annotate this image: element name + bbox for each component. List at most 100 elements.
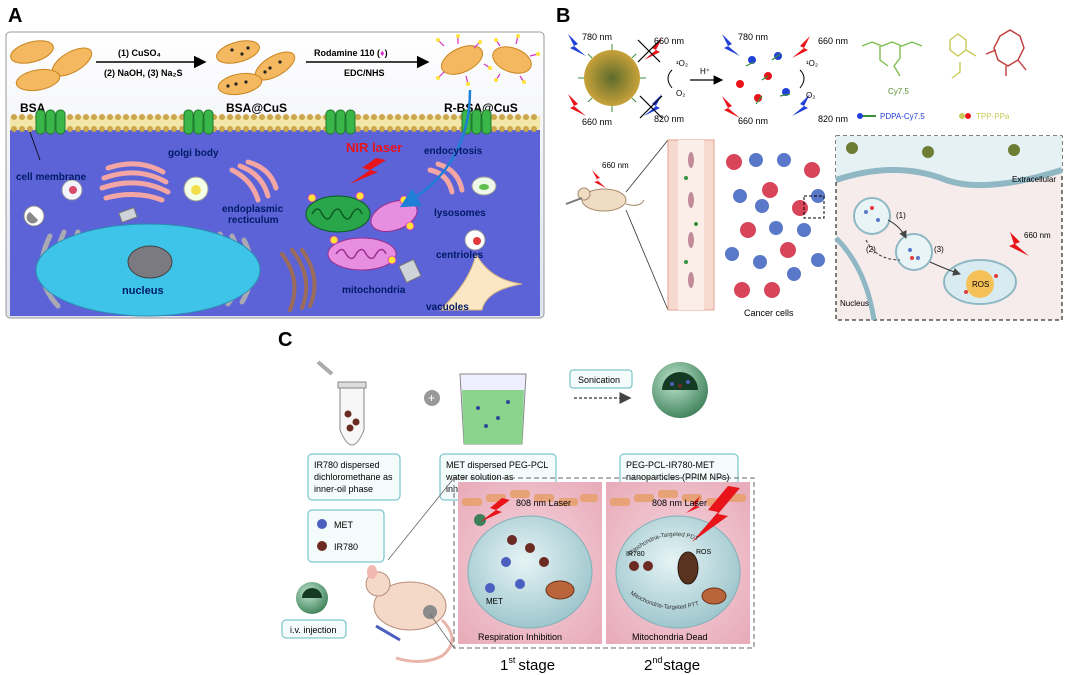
inset-step3: (3) (934, 245, 944, 254)
mouse-b (565, 187, 645, 212)
inset-step2: (2) (866, 245, 876, 254)
mitochondrion-pink-b (327, 237, 397, 271)
lysosome-red (464, 229, 486, 251)
endoplasmic-label: endoplasmic (222, 204, 284, 215)
plus-icon: + (424, 390, 440, 406)
mitochondrion-green (305, 195, 371, 233)
stage2-bottom-label: Mitochondria Dead (632, 632, 708, 642)
stage1-bottom-label: Respiration Inhibition (478, 632, 562, 642)
stage-container (453, 477, 755, 649)
cell-membrane-bilayer (10, 114, 540, 132)
mouse-laser-bolt (592, 170, 606, 188)
endocytosis-arrow (399, 89, 472, 208)
golgi-body-left (99, 161, 171, 203)
lysosome-right (471, 176, 497, 196)
bsa-cus-particles (216, 40, 296, 96)
pdpa-legend-label: PDPA-Cy7.5 (880, 112, 925, 121)
h-plus: H⁺ (700, 67, 710, 76)
blood-vessel (667, 139, 715, 311)
singlet-o2-a: ¹O₂ (676, 59, 688, 68)
iv-label: i.v. injection (290, 625, 336, 635)
cell-membrane-label: cell membrane (16, 172, 86, 183)
inset-step1: (1) (896, 211, 906, 220)
wl-660-c: 660 nm (738, 116, 768, 126)
vesicle-left (23, 205, 45, 227)
bsa-proteins (10, 40, 93, 92)
inset-ros: ROS (972, 280, 989, 289)
zoom-box (803, 195, 825, 219)
golgi-body-label: golgi body (168, 148, 219, 159)
legend-ir780-dot (317, 541, 327, 551)
golgi-body-far (427, 161, 465, 195)
panel-a: A BSA (1) CuSO₄ (2) NaOH, (3) Na₂S BSA@C… (5, 5, 545, 319)
wl-780-a: 780 nm (582, 32, 612, 42)
singlet-o2-b: ¹O₂ (806, 59, 818, 68)
stage2-label: 2ndstage (644, 655, 700, 674)
mouse-wavelength: 660 nm (602, 161, 629, 170)
cell-membrane-pointer (29, 131, 41, 161)
tpp-legend: TPP-PPa (959, 112, 1010, 121)
lysosome-left (61, 179, 83, 201)
panel-b-letter: B (556, 5, 570, 27)
micelle-nanoparticle (578, 44, 646, 112)
pdpa-legend: PDPA-Cy7.5 (857, 112, 925, 121)
tube-ir780 (316, 360, 367, 446)
vacuole (438, 252, 523, 311)
mouse-c (365, 565, 454, 663)
sonication-box (569, 369, 633, 389)
svg-text:+: + (428, 391, 435, 405)
stage2-ros-label: ROS (696, 549, 712, 556)
legend-box (307, 509, 385, 563)
stage1-tissue (458, 482, 602, 644)
reagent-step2: (2) NaOH, (3) Na₂S (104, 68, 183, 78)
stage2-tissue (606, 482, 750, 644)
nir-laser-bolt (350, 158, 386, 184)
tpp-structure (949, 33, 977, 79)
centrioles-label: centrioles (436, 250, 484, 261)
bsa-cus-label: BSA@CuS (226, 101, 287, 115)
released-polymers (736, 52, 791, 105)
sonication-label: Sonication (578, 375, 620, 385)
reagent-step3: Rodamine 110 (♦) (314, 48, 388, 58)
inset-wavelength: 660 nm (1024, 231, 1051, 240)
centriole-small (118, 206, 138, 224)
stage2-ir780-label: IR780 (626, 551, 645, 558)
wl-660-d: 660 nm (818, 36, 848, 46)
cancer-cells-label: Cancer cells (744, 308, 794, 318)
stage1-met-label: MET (486, 597, 503, 606)
endocytosis-label: endocytosis (424, 146, 483, 157)
ppim-nanoparticle (652, 362, 708, 418)
stage2-laser-label: 808 nm Laser (652, 498, 707, 508)
vacuoles-label: vacuoles (426, 302, 469, 313)
panel-b-bolts (568, 34, 810, 118)
box-ir780-text: IR780 dispersed dichloromethane as inner… (314, 460, 395, 494)
lysosome-mid (183, 176, 209, 202)
legend-ir780-label: IR780 (334, 542, 358, 552)
o2-a: O₂ (676, 89, 685, 98)
box-ir780 (307, 453, 401, 501)
stage1-laser-label: 808 nm Laser (516, 498, 571, 508)
wl-660-b: 660 nm (654, 36, 684, 46)
r-bsa-cus-particles (436, 34, 540, 86)
wl-820-b: 820 nm (818, 114, 848, 124)
legend-met-label: MET (334, 520, 354, 530)
beaker-met (459, 373, 527, 445)
centriole-right (398, 258, 422, 284)
ppa-structure (985, 29, 1027, 76)
iv-box (281, 619, 347, 639)
reagent-step4: EDC/NHS (344, 68, 385, 78)
inset-nucleus: Nucleus (840, 299, 869, 308)
legend-met-dot (317, 519, 327, 529)
recticulum-label: recticulum (228, 215, 279, 226)
injection-nanoparticle (296, 582, 328, 614)
panel-a-letter: A (8, 5, 22, 27)
o2-b: O₂ (806, 91, 815, 100)
mitochondria-label: mitochondria (342, 285, 406, 296)
nucleus-label: nucleus (122, 285, 164, 297)
er-brown (280, 248, 317, 312)
lysosomes-label: lysosomes (434, 208, 486, 219)
panel-c: C + Sonication IR780 dispersed (278, 329, 755, 674)
mitochondrion-pink-a (370, 199, 418, 233)
